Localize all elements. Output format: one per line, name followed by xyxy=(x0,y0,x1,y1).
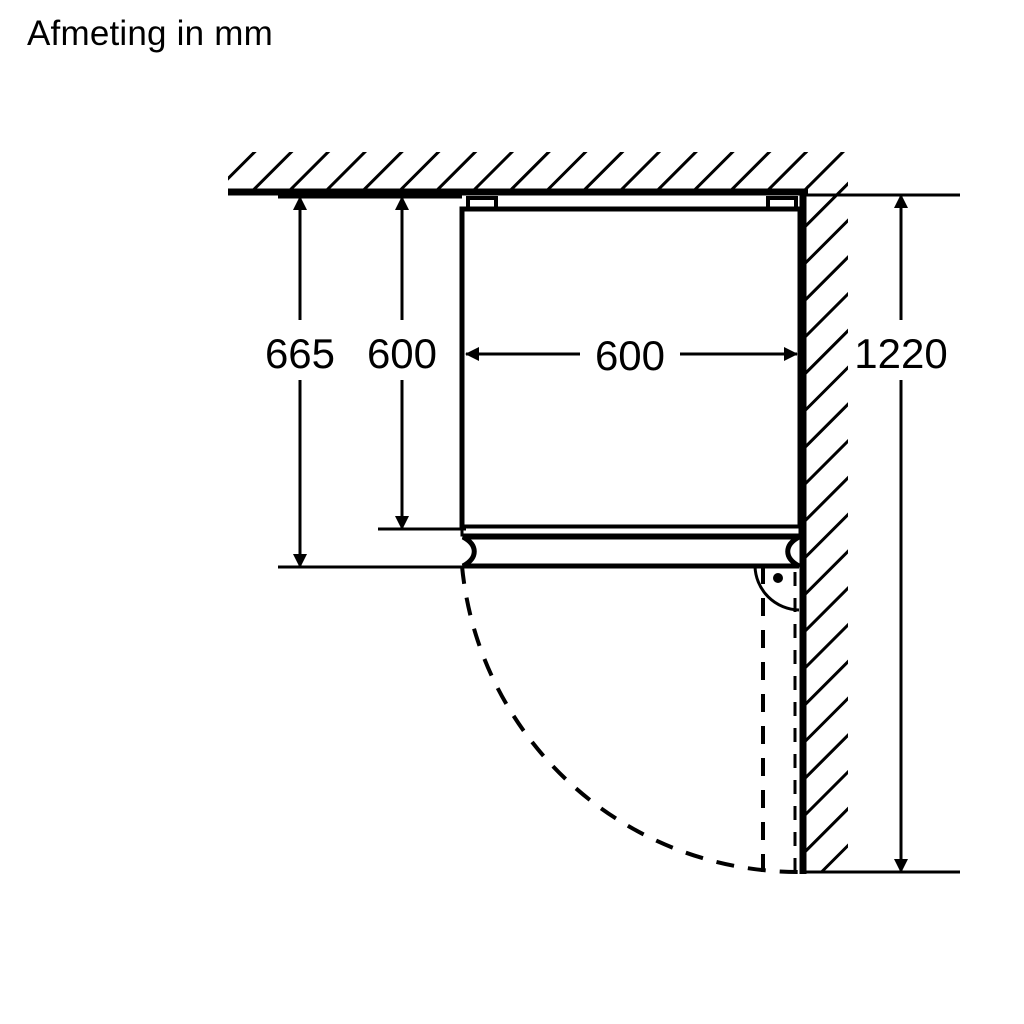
door-outline xyxy=(461,534,801,569)
top-wall-hatching xyxy=(228,152,808,194)
extension-lines xyxy=(278,193,960,874)
hinge-arc xyxy=(753,565,800,612)
dimension-665: 665 xyxy=(265,196,335,568)
door-swing-arc xyxy=(460,565,801,875)
hinge-pivot-dot xyxy=(773,573,783,583)
page-title: Afmeting in mm xyxy=(27,14,273,53)
dim-1220-label: 1220 xyxy=(854,330,947,377)
dim-600v-label: 600 xyxy=(367,330,437,377)
door-swing-indication xyxy=(460,565,801,875)
dim-600h-label: 600 xyxy=(595,332,665,379)
cabinet-gap-band xyxy=(460,525,802,537)
dimension-600-horizontal: 600 xyxy=(465,332,798,379)
dim-665-label: 665 xyxy=(265,330,335,377)
wall-structure xyxy=(228,152,848,874)
dimension-1220: 1220 xyxy=(854,194,948,873)
dimension-600-vertical: 600 xyxy=(367,196,437,530)
cabinet-body xyxy=(459,206,803,530)
appliance-door xyxy=(461,534,801,612)
right-wall-hatching xyxy=(806,152,848,872)
